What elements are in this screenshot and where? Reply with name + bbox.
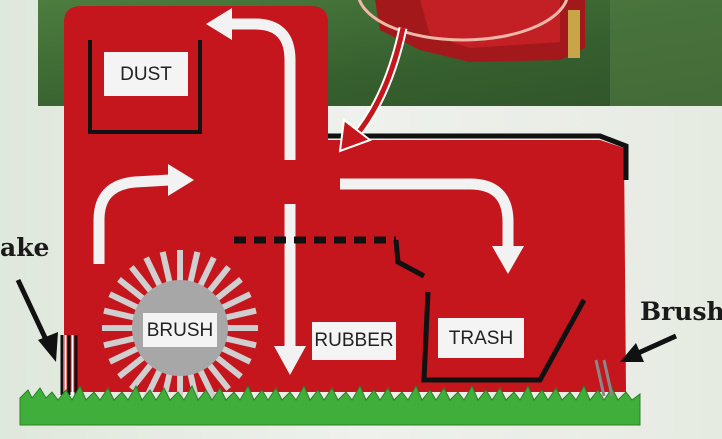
rubber-label: RUBBER [314, 330, 393, 351]
trash-label: TRASH [449, 328, 513, 349]
dust-label: DUST [120, 64, 172, 85]
brush-side-label: Brush [640, 297, 722, 326]
rake-side-label: ake [0, 233, 49, 262]
brush-label: BRUSH [147, 320, 214, 341]
